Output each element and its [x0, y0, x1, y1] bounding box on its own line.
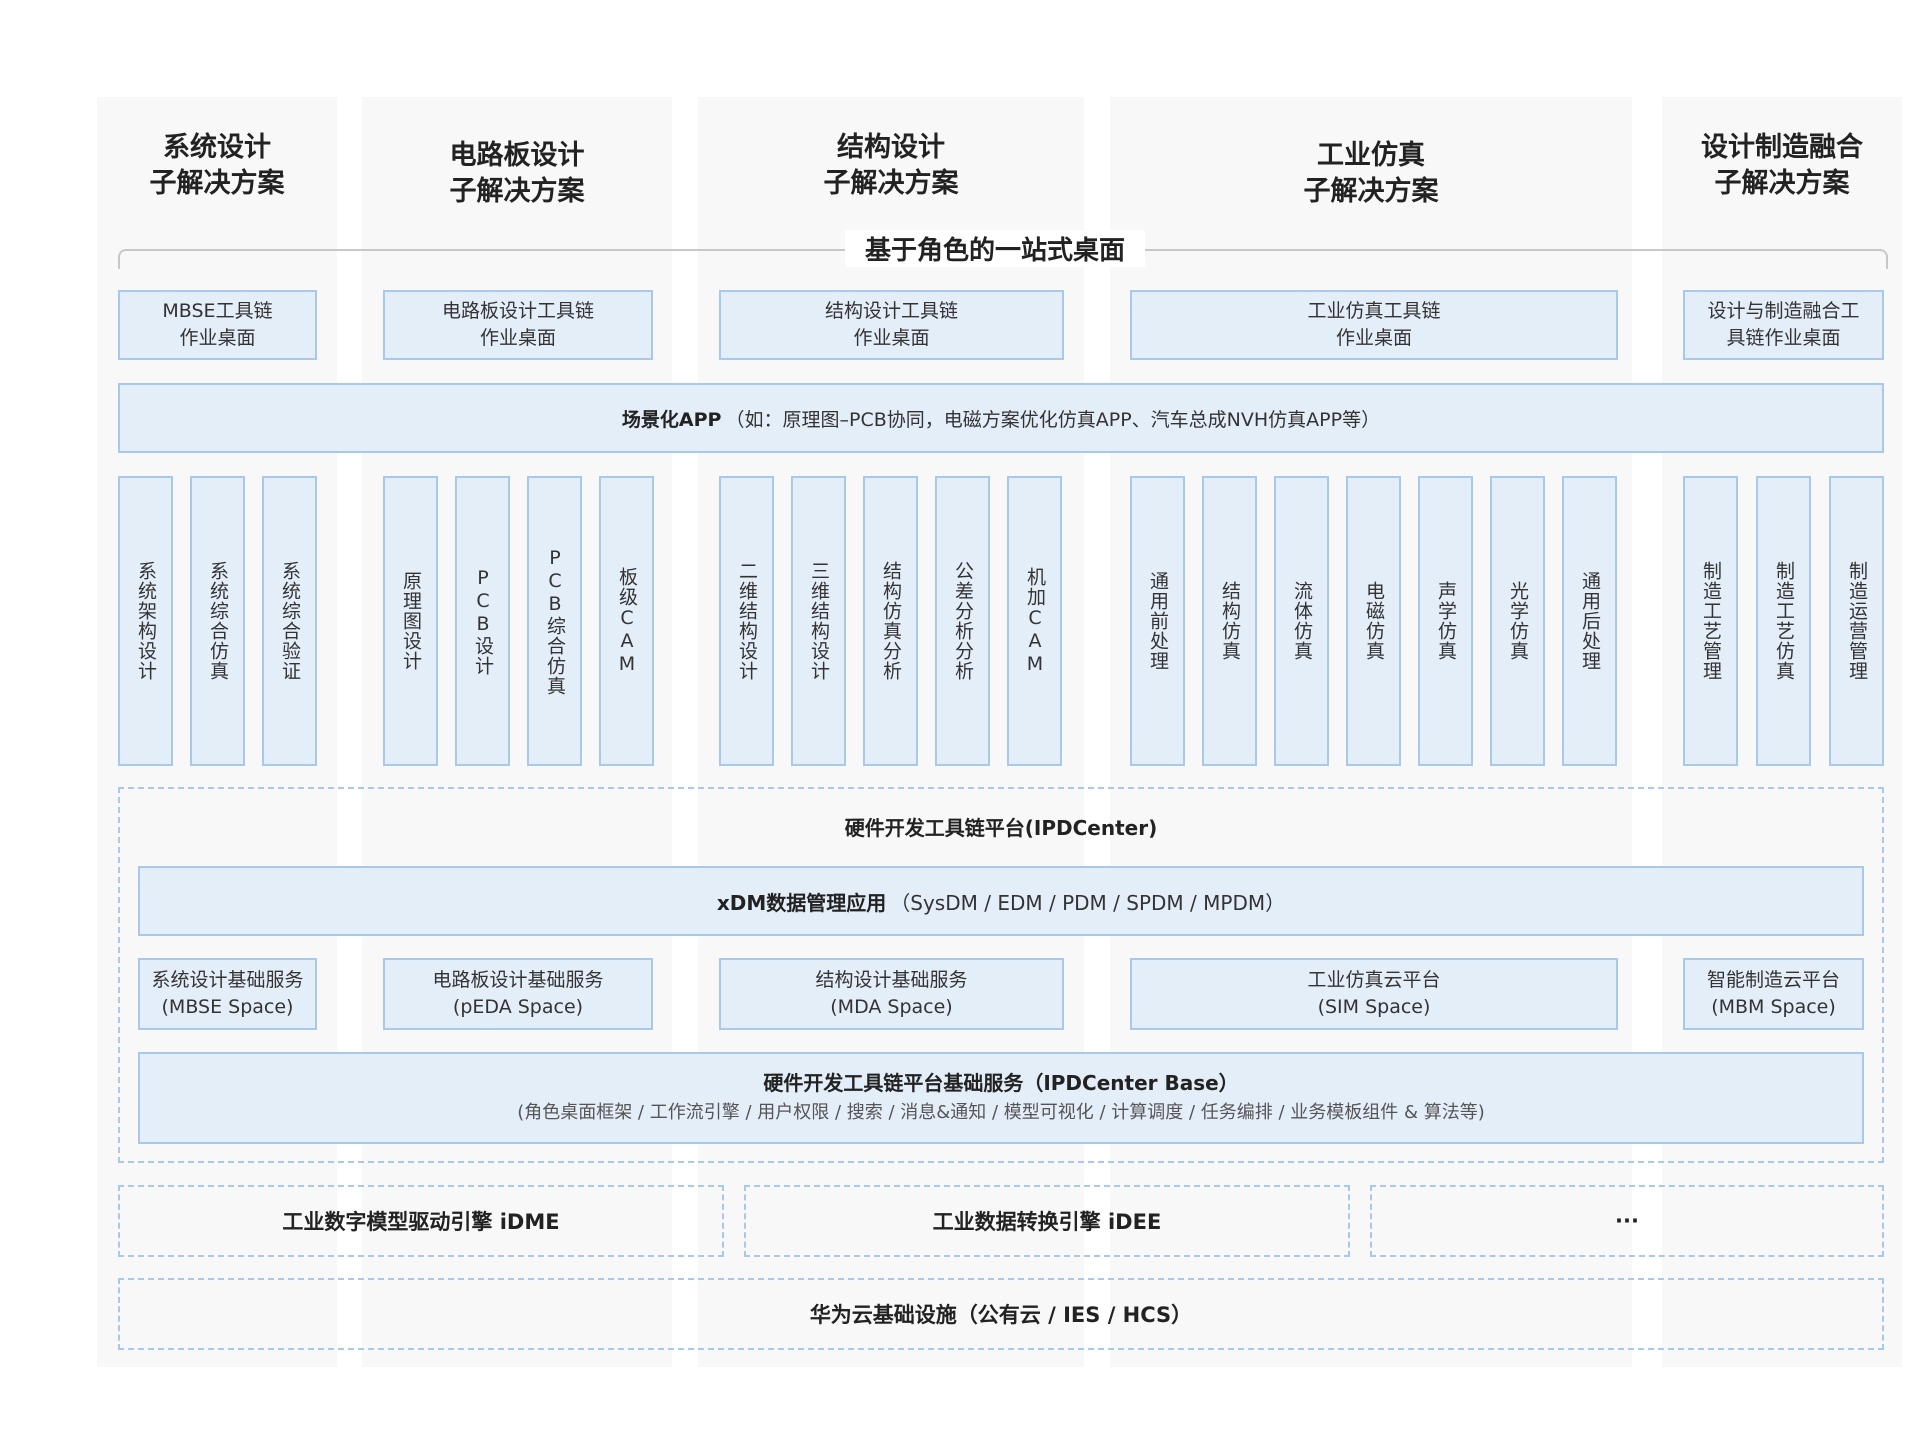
tool-label: 通用前处理 [1147, 571, 1169, 671]
tool-label: 结构仿真 [1219, 581, 1241, 661]
service-manufacturing: 智能制造云平台 (MBM Space) [1683, 958, 1864, 1030]
tool-box: 声学仿真 [1418, 476, 1473, 766]
tool-box: 制造运营管理 [1829, 476, 1884, 766]
tool-label: 流体仿真 [1291, 581, 1313, 661]
tool-box: 原理图设计 [383, 476, 438, 766]
tool-label: 通用后处理 [1579, 571, 1601, 671]
desk-structure: 结构设计工具链 作业桌面 [719, 290, 1064, 360]
tool-label: 电磁仿真 [1363, 581, 1385, 661]
tool-label: 结构仿真分析 [880, 561, 902, 681]
header-structure: 结构设计 子解决方案 [823, 132, 959, 199]
desk-manufacturing: 设计与制造融合工 具链作业桌面 [1683, 290, 1884, 360]
tool-box: PCB综合仿真 [527, 476, 582, 766]
header-pcb: 电路板设计 子解决方案 [449, 140, 585, 207]
desk-pcb: 电路板设计工具链 作业桌面 [383, 290, 653, 360]
tool-box: 系统架构设计 [118, 476, 173, 766]
tool-box: 通用后处理 [1562, 476, 1617, 766]
platform-base-row: 硬件开发工具链平台基础服务（IPDCenter Base） (角色桌面框架 / … [138, 1052, 1864, 1144]
tool-box: 二维结构设计 [719, 476, 774, 766]
tool-label: PCB综合仿真 [544, 546, 566, 696]
tool-box: 系统综合仿真 [190, 476, 245, 766]
tool-box: 光学仿真 [1490, 476, 1545, 766]
tool-label: 制造工艺仿真 [1773, 561, 1795, 681]
tool-label: 系统综合验证 [279, 561, 301, 681]
desk-mbse: MBSE工具链 作业桌面 [118, 290, 317, 360]
desktop-label: 基于角色的一站式桌面 [845, 230, 1145, 267]
engine-idee: 工业数据转换引擎 iDEE [744, 1185, 1350, 1257]
header-system: 系统设计 子解决方案 [149, 132, 285, 199]
platform-container [118, 787, 1884, 1163]
tool-box: 三维结构设计 [791, 476, 846, 766]
tool-box: PCB设计 [455, 476, 510, 766]
xdm-title: xDM数据管理应用 [716, 890, 887, 915]
header-simulation: 工业仿真 子解决方案 [1303, 140, 1439, 207]
tool-box: 系统综合验证 [262, 476, 317, 766]
service-structure: 结构设计基础服务 (MDA Space) [719, 958, 1064, 1030]
platform-base-detail: (角色桌面框架 / 工作流引擎 / 用户权限 / 搜索 / 消息&通知 / 模型… [517, 1102, 1485, 1123]
tool-label: 板级CAM [616, 566, 638, 676]
cloud-infrastructure: 华为云基础设施（公有云 / IES / HCS） [118, 1278, 1884, 1350]
tool-box: 结构仿真分析 [863, 476, 918, 766]
platform-title: 硬件开发工具链平台(IPDCenter) [844, 816, 1158, 840]
tool-box: 公差分析分析 [935, 476, 990, 766]
platform-base-title: 硬件开发工具链平台基础服务（IPDCenter Base） [763, 1071, 1239, 1095]
service-pcb: 电路板设计基础服务 (pEDA Space) [383, 958, 653, 1030]
tool-box: 电磁仿真 [1346, 476, 1401, 766]
xdm-detail: （SysDM / EDM / PDM / SPDM / MPDM） [890, 890, 1286, 915]
tool-label: PCB设计 [472, 566, 494, 676]
service-mbse: 系统设计基础服务 (MBSE Space) [138, 958, 317, 1030]
tool-box: 流体仿真 [1274, 476, 1329, 766]
tool-label: 系统架构设计 [135, 561, 157, 681]
scenario-app-row: 场景化APP （如：原理图–PCB协同，电磁方案优化仿真APP、汽车总成NVH仿… [118, 383, 1884, 453]
tool-box: 结构仿真 [1202, 476, 1257, 766]
tool-box: 通用前处理 [1130, 476, 1185, 766]
tool-label: 声学仿真 [1435, 581, 1457, 661]
tool-label: 制造运营管理 [1846, 561, 1868, 681]
tool-label: 原理图设计 [400, 571, 422, 671]
header-manufacturing: 设计制造融合 子解决方案 [1701, 132, 1863, 199]
tool-box: 机加CAM [1007, 476, 1062, 766]
engine-more: ··· [1370, 1185, 1884, 1257]
engine-idme: 工业数字模型驱动引擎 iDME [118, 1185, 724, 1257]
tool-label: 系统综合仿真 [207, 561, 229, 681]
tool-label: 公差分析分析 [952, 561, 974, 681]
desk-simulation: 工业仿真工具链 作业桌面 [1130, 290, 1618, 360]
tool-box: 制造工艺仿真 [1756, 476, 1811, 766]
xdm-row: xDM数据管理应用 （SysDM / EDM / PDM / SPDM / MP… [138, 866, 1864, 936]
service-simulation: 工业仿真云平台 (SIM Space) [1130, 958, 1618, 1030]
tool-label: 制造工艺管理 [1700, 561, 1722, 681]
tool-label: 光学仿真 [1507, 581, 1529, 661]
tool-label: 机加CAM [1024, 566, 1046, 676]
tool-label: 三维结构设计 [808, 561, 830, 681]
tool-box: 板级CAM [599, 476, 654, 766]
tool-box: 制造工艺管理 [1683, 476, 1738, 766]
tool-label: 二维结构设计 [736, 561, 758, 681]
scenario-app-title: 场景化APP [621, 408, 722, 431]
scenario-app-detail: （如：原理图–PCB协同，电磁方案优化仿真APP、汽车总成NVH仿真APP等） [725, 408, 1381, 431]
